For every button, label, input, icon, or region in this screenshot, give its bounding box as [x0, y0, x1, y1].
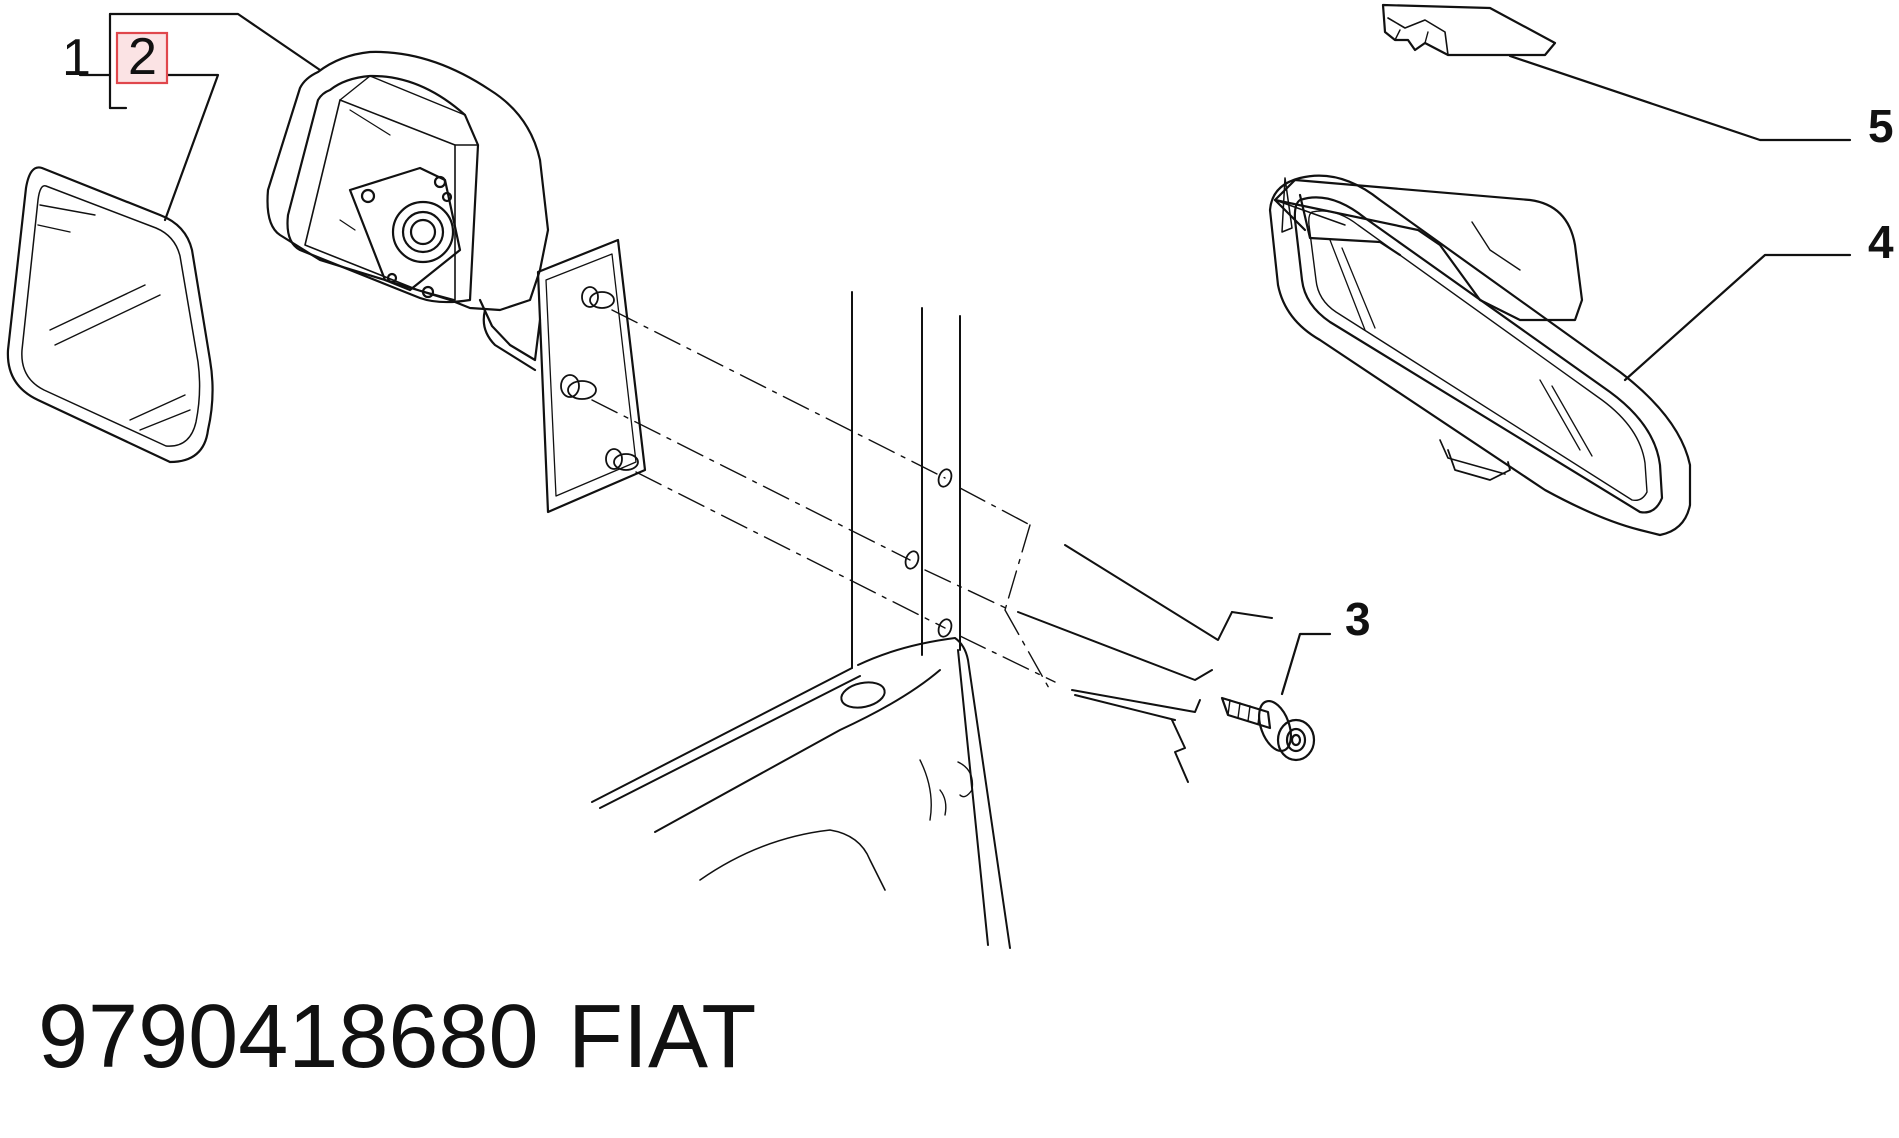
- exterior-mirror-housing-part-1: [266, 50, 550, 372]
- mounting-holes: [904, 468, 953, 638]
- callout-number-4: 4: [1868, 216, 1894, 268]
- callout-number-1: 1: [62, 29, 91, 87]
- rearview-mirror-part-4: [1268, 174, 1692, 537]
- callout-number-3: 3: [1345, 593, 1371, 645]
- part-number: 9790418680: [38, 987, 539, 1087]
- alignment-lines: [591, 309, 1056, 691]
- mounting-plate: [536, 238, 647, 514]
- callout-2-highlight: [115, 31, 169, 85]
- screw-part-3: [1220, 696, 1316, 762]
- callout-leader-4: [1623, 253, 1852, 382]
- callout-leader-5: [1508, 54, 1852, 142]
- door-frame: [591, 291, 1011, 949]
- callout-number-5: 5: [1868, 100, 1894, 152]
- trim-fragments: [1017, 544, 1273, 783]
- callout-leaders-1-2: [78, 12, 322, 222]
- cover-part-5: [1381, 3, 1557, 57]
- callout-number-2: 2: [128, 28, 157, 86]
- callout-leader-3: [1280, 632, 1332, 696]
- mirror-glass-part-2: [6, 166, 214, 464]
- brand-name: FIAT: [568, 987, 757, 1087]
